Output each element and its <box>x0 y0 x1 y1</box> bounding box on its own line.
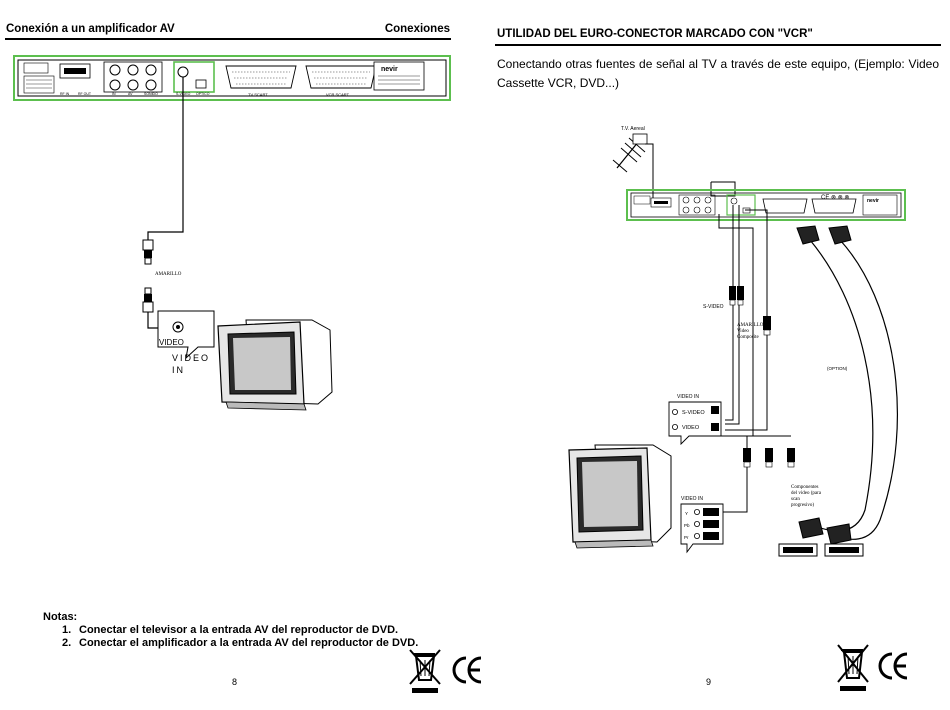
mini-ce-mark: CE ⊗ ⊗ ⊗ <box>821 195 849 201</box>
notes-title: Notas: <box>43 611 78 623</box>
rca-plug-bottom <box>142 287 154 313</box>
option-scart-cable <box>809 239 874 532</box>
rear-panel-body <box>630 192 902 218</box>
scart-plug-top <box>796 225 852 245</box>
component-label-line1: Componentes <box>791 485 819 490</box>
right-header-rule <box>495 44 941 46</box>
composite-plug <box>763 316 771 336</box>
svideo-jack <box>671 408 678 415</box>
option-label: (OPTION) <box>827 366 848 371</box>
right-intro-paragraph: Conectando otras fuentes de señal al TV … <box>497 57 939 90</box>
video-out-jack <box>177 66 189 78</box>
optical-jack <box>195 79 207 89</box>
right-compliance-marks <box>837 644 908 691</box>
scart-plug-bottom <box>778 517 864 557</box>
cable-color-label: AMARILLO <box>155 272 182 277</box>
left-compliance-marks <box>409 649 482 693</box>
tv-scart-connector <box>762 198 808 214</box>
av-jack-grid <box>678 194 716 216</box>
component-label-line2: del video (para <box>791 491 822 496</box>
panel-jack-label: OPTICO <box>196 92 210 96</box>
weee-bin-icon <box>409 649 441 693</box>
tv-jack-label: VIDEO <box>159 338 184 347</box>
videoin-box2-row: Pb <box>684 523 690 528</box>
videoin-box2-row: Y <box>685 511 688 516</box>
panel-jack-label: VCR SCART <box>326 92 350 97</box>
video-output-highlight <box>173 61 215 93</box>
composite-label-line1: AMARILLO <box>737 323 764 328</box>
weee-bin-icon <box>837 644 869 691</box>
vcr-scart-connector <box>305 65 377 89</box>
panel-label-block <box>23 75 55 94</box>
rca-plug-top <box>142 239 154 265</box>
left-header-title: Conexión a un amplificador AV <box>6 23 175 35</box>
callout-text-line2: IN <box>172 365 185 375</box>
svideo-plug-pair <box>729 286 744 306</box>
panel-brand: nevir <box>381 66 398 73</box>
tv-scart-connector <box>225 65 297 89</box>
component-label-line3: scan <box>791 497 800 502</box>
panel-jack-label: SONIDO <box>144 92 158 96</box>
composite-jack <box>671 423 678 430</box>
left-page-number: 8 <box>232 677 238 687</box>
panel-brand: nevir <box>867 198 879 204</box>
svideo-output-highlight <box>726 194 756 216</box>
composite-label-line3: Composite <box>737 335 759 340</box>
note-text: Conectar el televisor a la entrada AV de… <box>79 624 399 636</box>
panel-jack-label: RF OUT <box>78 92 92 96</box>
composite-label-line2: Video <box>737 329 749 334</box>
note-number: 2. <box>62 637 72 649</box>
video-cable <box>147 77 184 240</box>
antenna-label: T.V. Aereal <box>621 126 645 132</box>
left-header-rule <box>5 38 451 40</box>
left-header-section: Conexiones <box>384 23 450 35</box>
left-connection-diagram: nevir RF IN RF OUT IN AV SONIDO S-VIDEO … <box>13 55 451 411</box>
right-page-number: 9 <box>706 677 712 687</box>
right-header-title: UTILIDAD DEL EURO-CONECTOR MARCADO CON "… <box>497 28 813 40</box>
television-left <box>217 319 333 411</box>
panel-jack-label: RF IN <box>60 92 70 96</box>
note-number: 1. <box>62 624 72 636</box>
rating-label <box>862 194 898 216</box>
ce-mark-icon <box>878 652 908 680</box>
rear-panel-outline <box>13 55 451 101</box>
note-text: Conectar el amplificador a la entrada AV… <box>79 637 419 649</box>
callout-text-line1: VIDEO <box>172 353 210 363</box>
ce-mark-icon <box>452 656 482 684</box>
panel-jack-label: AV <box>128 92 133 96</box>
vcr-scart-connector <box>811 198 857 214</box>
av-jack-grid <box>103 61 163 93</box>
video-in-callout <box>157 310 215 360</box>
antenna-icon <box>612 133 648 173</box>
videoin-callout-1 <box>668 401 722 446</box>
videoin-box1-row: S-VIDEO <box>682 410 705 416</box>
component-label-line4: progresivo) <box>791 503 814 508</box>
videoin-box1-title: VIDEO IN <box>677 394 699 400</box>
panel-jack-label: TV SCART <box>248 92 268 97</box>
svideo-cable-label: S-VIDEO <box>703 304 724 310</box>
videoin-box2-title: VIDEO IN <box>681 496 703 502</box>
panel-jack-label: IN <box>112 92 116 96</box>
right-connection-diagram: T.V. Aereal nevir CE ⊗ ⊗ ⊗ <box>568 126 906 557</box>
rear-panel-outline <box>626 189 906 221</box>
television-right <box>568 444 672 549</box>
rear-panel-body <box>17 59 447 97</box>
option-scart-cable <box>836 239 899 540</box>
panel-sticker <box>23 62 49 74</box>
component-plug-trio <box>743 448 795 468</box>
videoin-box2-row: Pr <box>684 535 689 540</box>
videoin-box1-row: VIDEO <box>682 425 700 431</box>
